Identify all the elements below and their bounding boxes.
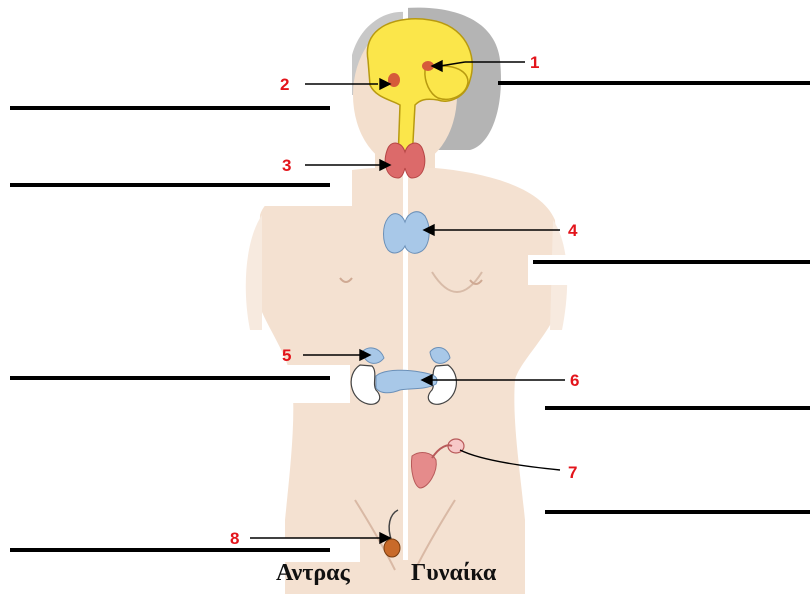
marker-3: 3 [282, 156, 291, 175]
thymus-gland [384, 212, 430, 254]
marker-7: 7 [568, 463, 577, 482]
left-arm [246, 215, 262, 330]
female-label: Γυναίκα [411, 560, 496, 587]
male-label: Αντρας [276, 560, 350, 587]
marker-2: 2 [280, 75, 289, 94]
marker-4: 4 [568, 221, 578, 240]
marker-5: 5 [282, 346, 291, 365]
marker-6: 6 [570, 371, 579, 390]
marker-8: 8 [230, 529, 239, 548]
pituitary-gland [388, 73, 400, 87]
marker-1: 1 [530, 53, 539, 72]
testis [384, 539, 400, 557]
